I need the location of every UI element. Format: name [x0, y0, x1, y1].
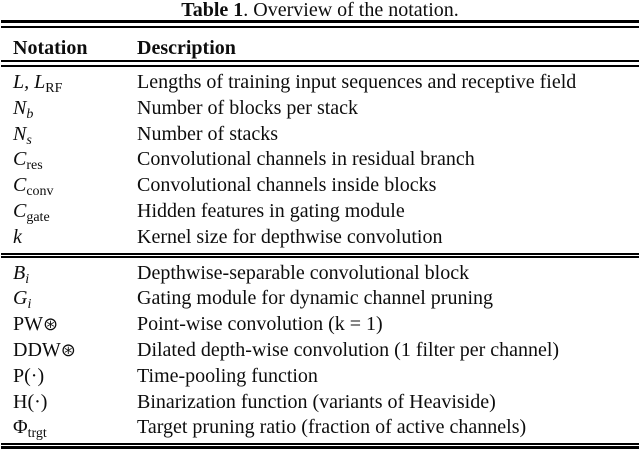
notation-cell: Gi — [13, 286, 137, 312]
notation-cell: Cconv — [13, 173, 137, 199]
notation-segment: G — [13, 287, 28, 310]
notation-segment: N — [13, 122, 27, 145]
notation-cell: DDW⊛ — [13, 338, 137, 364]
description-cell: Lengths of training input sequences and … — [137, 71, 577, 93]
notation-segment: i — [25, 271, 30, 287]
description-cell: Number of blocks per stack — [137, 96, 359, 119]
description-cell: Point-wise convolution (k = 1) — [137, 313, 383, 336]
table-rule-bottom — [1, 443, 639, 450]
notation-segment: conv — [26, 184, 54, 200]
table-rule-below-header — [1, 60, 639, 67]
table-row: P(·) Time-pooling function — [13, 364, 640, 390]
notation-cell: k — [13, 225, 137, 251]
caption-text: . Overview of the notation. — [243, 0, 459, 21]
notation-segment: s — [26, 132, 32, 148]
description-cell: Convolutional channels in residual branc… — [137, 148, 475, 171]
notation-cell: Cgate — [13, 199, 137, 225]
column-header-notation: Notation — [13, 37, 88, 59]
notation-segment: res — [26, 158, 43, 174]
notation-segment: trgt — [27, 426, 47, 442]
notation-segment: N — [13, 96, 27, 119]
description-cell: Time-pooling function — [137, 364, 318, 387]
table-row: PW⊛Point-wise convolution (k = 1) — [13, 312, 640, 338]
notation-cell: Bi — [13, 261, 137, 287]
column-header-description: Description — [137, 37, 236, 59]
notation-segment: gate — [26, 209, 50, 225]
notation-segment: b — [26, 106, 34, 122]
notation-segment: P(·) — [13, 364, 45, 387]
table-header-row: Notation Description — [0, 28, 640, 60]
notation-segment: DDW — [13, 338, 61, 361]
description-cell: Kernel size for depthwise convolution — [137, 225, 443, 248]
description-cell: Number of stacks — [137, 122, 279, 145]
notation-segment: RF — [45, 81, 63, 96]
caption-label: Table 1 — [181, 0, 244, 21]
table-row: k Kernel size for depthwise convolution — [13, 225, 640, 251]
notation-segment: L — [34, 71, 46, 93]
notation-segment: Φ — [13, 416, 28, 439]
notation-segment: ⊛ — [43, 314, 59, 336]
notation-cell: Ns — [13, 122, 137, 148]
description-cell: Depthwise-separable convolutional block — [137, 261, 470, 284]
table-caption: Table 1. Overview of the notation. — [0, 0, 640, 21]
notation-segment: C — [13, 199, 27, 222]
notation-segment: H(·) — [13, 390, 48, 413]
notation-segment: C — [13, 148, 27, 171]
description-cell: Convolutional channels inside blocks — [137, 174, 437, 197]
description-cell: Gating module for dynamic channel prunin… — [137, 287, 494, 310]
description-cell: Target pruning ratio (fraction of active… — [137, 416, 527, 439]
description-cell: Hidden features in gating module — [137, 199, 405, 222]
notation-cell: Φtrgt — [13, 415, 137, 441]
table-row: H(·) Binarization function (variants of H… — [13, 390, 640, 416]
notation-cell: Nb — [13, 96, 137, 122]
notation-cell: H(·) — [13, 390, 137, 416]
notation-segment: B — [13, 261, 26, 284]
notation-cell: PW⊛ — [13, 312, 137, 338]
description-cell: Binarization function (variants of Heavi… — [137, 390, 496, 413]
notation-segment: ⊛ — [60, 339, 76, 361]
table-rule-top — [1, 20, 639, 28]
notation-cell: L, LRF — [13, 70, 137, 96]
table-row: DDW⊛Dilated depth-wise convolution (1 fi… — [13, 338, 640, 364]
notation-segment: i — [27, 297, 32, 313]
notation-segment: PW — [13, 313, 43, 336]
notation-segment: C — [13, 174, 27, 197]
table-rule-mid — [1, 252, 639, 258]
notation-cell: P(·) — [13, 364, 137, 390]
notation-segment: L, — [13, 71, 35, 93]
description-cell: Dilated depth-wise convolution (1 filter… — [137, 338, 560, 361]
notation-segment: k — [13, 225, 22, 248]
notation-cell: Cres — [13, 147, 137, 173]
